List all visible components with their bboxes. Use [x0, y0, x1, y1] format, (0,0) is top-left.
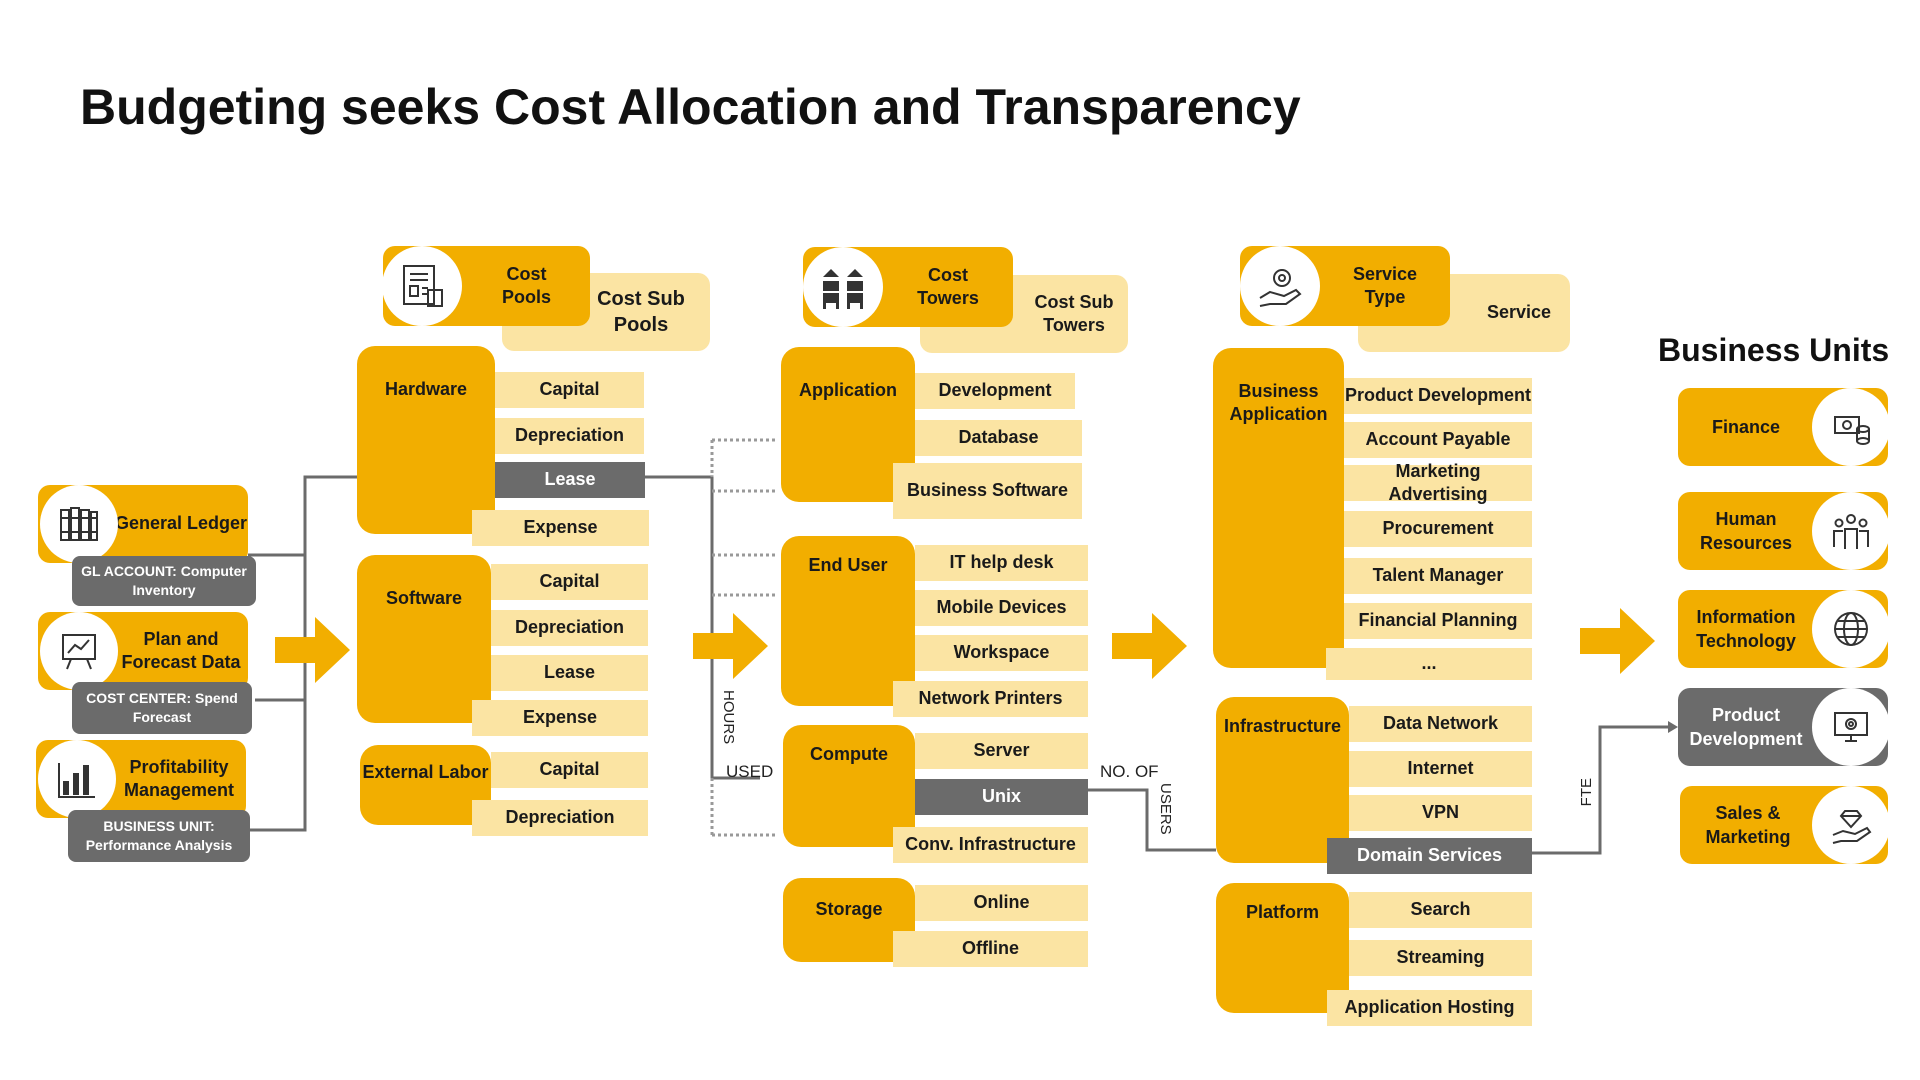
globe-icon — [1812, 590, 1890, 668]
monitor-gear-icon — [1812, 688, 1890, 766]
business-unit-finance: Finance — [1678, 388, 1890, 466]
tower-storage: Storage — [783, 878, 915, 962]
pool-hardware-sub: Depreciation — [495, 418, 644, 454]
business-unit-sales-marketing: Sales & Marketing — [1680, 786, 1890, 864]
presentation-icon — [40, 612, 118, 690]
type-platform-sub: Streaming — [1349, 940, 1532, 976]
gear-hand-icon — [1240, 246, 1320, 326]
pool-external-labor: External Labor — [360, 745, 491, 825]
source-profitability-badge: BUSINESS UNIT: Performance Analysis — [68, 810, 250, 862]
people-icon — [1812, 492, 1890, 570]
pool-hardware-sub: Expense — [472, 510, 649, 546]
type-business-application-sub: ... — [1326, 648, 1532, 680]
business-unit-label: Sales & Marketing — [1705, 802, 1791, 847]
tower-end-user-sub: Network Printers — [893, 681, 1088, 717]
pool-hardware: Hardware — [357, 346, 495, 534]
business-unit-label: Product Development — [1689, 704, 1803, 749]
type-infrastructure-sub: VPN — [1349, 795, 1532, 831]
document-icon — [382, 246, 462, 326]
tower-compute: Compute — [783, 725, 915, 847]
tower-end-user-sub: IT help desk — [915, 545, 1088, 581]
business-unit-information-technology: Information Technology — [1678, 590, 1890, 668]
tower-application-sub: Business Software — [893, 463, 1082, 519]
tower-application: Application — [781, 347, 915, 502]
business-unit-product-development: Product Development — [1678, 688, 1890, 766]
tower-application-sub: Development — [915, 373, 1075, 409]
tower-end-user-sub: Workspace — [915, 635, 1088, 671]
tower-application-sub: Database — [915, 420, 1082, 456]
type-business-application-sub: Procurement — [1344, 511, 1532, 547]
type-business-application: Business Application — [1213, 348, 1344, 668]
type-business-application-sub: Product Development — [1344, 378, 1532, 414]
type-business-application-sub: Marketing Advertising — [1344, 461, 1532, 504]
annotation-hours: HOURS — [720, 690, 737, 745]
annotation-used: USED — [726, 762, 774, 781]
hand-gem-icon — [1812, 786, 1890, 864]
type-infrastructure-sub-highlight: Domain Services — [1327, 838, 1532, 874]
type-platform-sub: Application Hosting — [1327, 990, 1532, 1026]
pool-hardware-sub: Capital — [495, 372, 644, 408]
pool-software: Software — [357, 555, 491, 723]
business-unit-label: Finance — [1711, 416, 1781, 437]
tower-end-user: End User — [781, 536, 915, 706]
tower-compute-sub-highlight: Unix — [915, 779, 1088, 815]
annotation-no-of: NO. OF — [1100, 762, 1159, 781]
pool-external-labor-sub: Depreciation — [472, 800, 648, 836]
annotation-fte: FTE — [1578, 778, 1595, 807]
source-plan-forecast-label: Plan and Forecast Data — [121, 628, 241, 672]
type-infrastructure-sub: Data Network — [1349, 706, 1532, 742]
business-unit-human-resources: Human Resources — [1678, 492, 1890, 570]
type-business-application-sub: Account Payable — [1344, 422, 1532, 458]
tower-end-user-sub: Mobile Devices — [915, 590, 1088, 626]
server-rack-icon — [803, 247, 883, 327]
pool-software-sub: Lease — [491, 655, 648, 691]
source-plan-forecast-badge: COST CENTER: Spend Forecast — [72, 682, 252, 734]
source-general-ledger-label: General Ledger — [114, 513, 248, 534]
type-platform: Platform — [1216, 883, 1349, 1013]
tower-storage-sub: Online — [915, 885, 1088, 921]
tower-compute-sub: Conv. Infrastructure — [893, 827, 1088, 863]
tower-compute-sub: Server — [915, 733, 1088, 769]
slide-title: Budgeting seeks Cost Allocation and Tran… — [80, 79, 1301, 135]
business-units-title: Business Units — [1658, 332, 1890, 368]
business-unit-label: Human Resources — [1699, 508, 1793, 553]
type-business-application-sub: Financial Planning — [1344, 603, 1532, 639]
type-business-application-sub: Talent Manager — [1344, 558, 1532, 594]
bar-chart-icon — [38, 740, 116, 818]
source-general-ledger-badge: GL ACCOUNT: Computer Inventory — [72, 556, 256, 606]
business-unit-label: Information Technology — [1696, 606, 1796, 651]
pool-software-sub: Expense — [472, 700, 648, 736]
type-infrastructure-sub: Internet — [1349, 751, 1532, 787]
money-icon — [1812, 388, 1890, 466]
ledger-icon — [40, 485, 118, 563]
pool-hardware-sub-highlight: Lease — [495, 462, 645, 498]
annotation-users: USERS — [1157, 783, 1174, 835]
type-platform-sub: Search — [1349, 892, 1532, 928]
pool-software-sub: Capital — [491, 564, 648, 600]
type-infrastructure: Infrastructure — [1216, 697, 1349, 863]
tower-storage-sub: Offline — [893, 931, 1088, 967]
pool-external-labor-sub: Capital — [491, 752, 648, 788]
source-profitability-label: Profitability Management — [123, 756, 235, 800]
pool-software-sub: Depreciation — [491, 610, 648, 646]
